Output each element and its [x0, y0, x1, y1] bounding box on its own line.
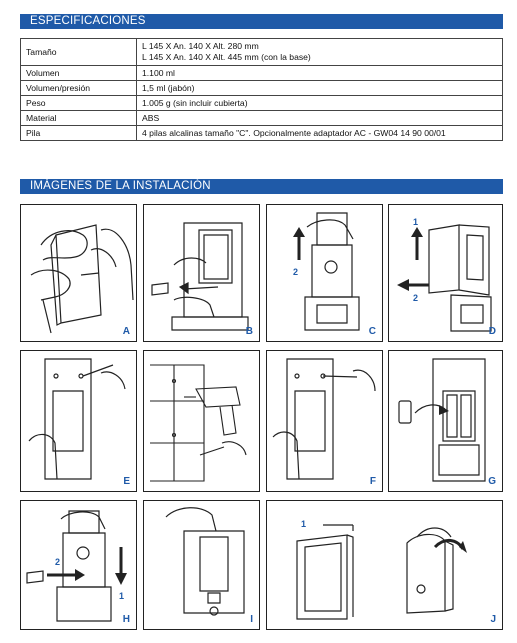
spec-value: 1.005 g (sin incluir cubierta)	[136, 95, 503, 111]
illustration-insert-bottle	[165, 507, 245, 616]
section-title: ESPECIFICACIONES	[30, 15, 146, 27]
illustration-hands-opening-cover	[30, 224, 134, 334]
panel-label: I	[250, 614, 253, 625]
specs-table: Tamaño L 145 X An. 140 X Alt. 280 mm L 1…	[20, 38, 503, 141]
install-panel-d: 1 2 D	[388, 204, 503, 342]
install-panel-i: I	[143, 500, 260, 630]
illustration-screw-mount	[272, 358, 376, 480]
step-number: 2	[293, 267, 298, 277]
install-panel-j: 1 J	[266, 500, 503, 630]
spec-row-weight: Peso 1.005 g (sin incluir cubierta)	[20, 95, 503, 111]
spec-row-volume: Volumen 1.100 ml	[20, 65, 503, 81]
panel-label: D	[488, 326, 496, 337]
install-panel-e: E	[20, 350, 137, 492]
panel-label: E	[123, 476, 130, 487]
spec-row-volume-per-press: Volumen/presión 1,5 ml (jabón)	[20, 80, 503, 96]
spec-label: Peso	[20, 95, 137, 111]
panel-label: G	[488, 476, 496, 487]
install-panel-f: F	[266, 350, 383, 492]
panel-label: B	[245, 326, 253, 337]
illustration-lock-key: 2 1	[26, 510, 127, 622]
spec-label: Volumen	[20, 65, 137, 81]
panel-label: J	[490, 614, 496, 625]
install-panel-a: A	[20, 204, 137, 342]
illustration-close-cover: 1	[296, 519, 467, 620]
section-header-installation: IMÁGENES DE LA INSTALACIÓN	[20, 179, 503, 194]
spec-label: Material	[20, 110, 137, 126]
panel-label: A	[122, 326, 130, 337]
step-number: 2	[413, 293, 418, 303]
panel-label: H	[122, 614, 130, 625]
illustration-lift-dispenser: 2	[293, 212, 360, 331]
spec-row-battery: Pila 4 pilas alcalinas tamaño "C". Opcio…	[20, 125, 503, 141]
install-panel-g: G	[388, 350, 503, 492]
spec-row-material: Material ABS	[20, 110, 503, 126]
step-number: 1	[301, 519, 306, 529]
spec-value: 1.100 ml	[136, 65, 503, 81]
panel-label: F	[369, 476, 376, 487]
spec-label: Tamaño	[20, 38, 137, 66]
spec-value: 1,5 ml (jabón)	[136, 80, 503, 96]
spec-row-size: Tamaño L 145 X An. 140 X Alt. 280 mm L 1…	[20, 38, 503, 66]
illustration-remove-cover: 1 2	[397, 217, 492, 332]
spec-label: Pila	[20, 125, 137, 141]
install-panel-drill	[143, 350, 260, 492]
step-number: 1	[119, 591, 124, 601]
illustration-key-removal	[151, 222, 249, 331]
install-panel-c: 2 C	[266, 204, 383, 342]
spec-label: Volumen/presión	[20, 80, 137, 96]
section-header-specs: ESPECIFICACIONES	[20, 14, 503, 29]
step-number: 1	[413, 217, 418, 227]
spec-value: ABS	[136, 110, 503, 126]
spec-value: L 145 X An. 140 X Alt. 280 mm L 145 X An…	[136, 38, 503, 66]
panel-label: C	[368, 326, 376, 337]
section-title: IMÁGENES DE LA INSTALACIÓN	[30, 180, 211, 192]
install-panel-b: B	[143, 204, 260, 342]
install-panel-h: 2 1 H	[20, 500, 137, 630]
spec-value: 4 pilas alcalinas tamaño "C". Opcionalme…	[136, 125, 503, 141]
illustration-drill-wall	[150, 364, 247, 482]
illustration-mark-holes	[28, 358, 126, 480]
step-number: 2	[55, 557, 60, 567]
illustration-insert-batteries	[398, 358, 486, 482]
